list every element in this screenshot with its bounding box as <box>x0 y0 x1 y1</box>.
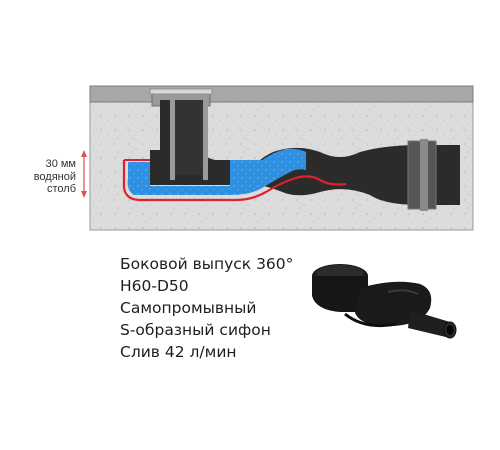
waterproof-membrane <box>122 160 347 202</box>
floor-tile-layer <box>89 85 474 103</box>
siphon-standpipe-wall-left <box>170 100 175 180</box>
spec-s-siphon: S-образный сифон <box>120 321 271 339</box>
dimension-arrow <box>81 150 87 198</box>
spec-flow-rate: Слив 42 л/мин <box>120 343 237 361</box>
spec-side-outlet: Боковой выпуск 360° <box>120 255 294 273</box>
water-seal <box>127 148 306 195</box>
outlet-coupling-ring <box>420 139 428 211</box>
drain-grate-top <box>149 88 213 95</box>
product-specs-list: Боковой выпуск 360° H60-D50 Самопромывны… <box>120 253 293 363</box>
water-column-label-line: водяной <box>33 170 76 183</box>
water-column-label: 30 мм водяной столб <box>20 158 76 196</box>
spec-self-cleaning: Самопромывный <box>120 299 257 317</box>
water-column-label-line: 30 мм <box>45 158 76 170</box>
drain-siphon-icon <box>312 264 457 339</box>
siphon-standpipe-wall-right <box>203 100 208 180</box>
siphon-standpipe <box>174 100 204 175</box>
water-column-label-line: столб <box>46 183 76 195</box>
drain-cross-section-diagram <box>81 85 474 231</box>
spec-dimensions: H60-D50 <box>120 277 189 295</box>
